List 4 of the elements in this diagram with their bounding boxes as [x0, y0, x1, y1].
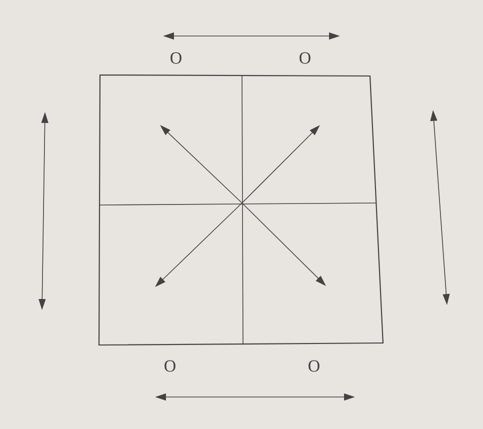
label: O: [170, 52, 182, 64]
label: O: [164, 360, 176, 372]
label: O: [308, 360, 320, 372]
label: O: [300, 52, 310, 64]
